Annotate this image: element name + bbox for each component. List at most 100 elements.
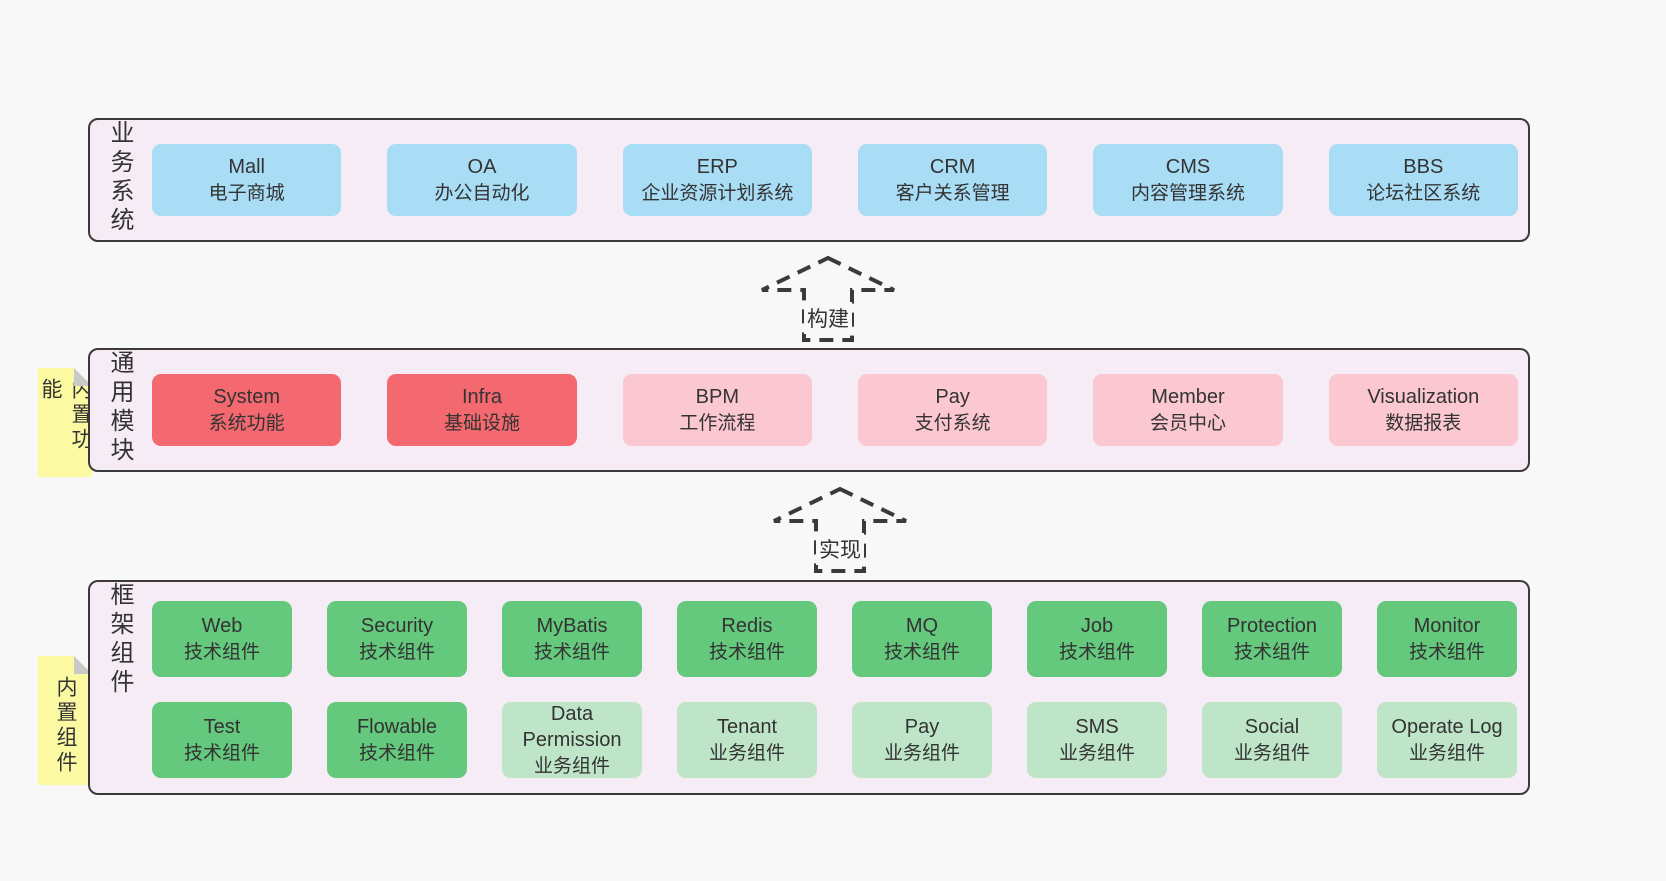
box-subtitle: 技术组件 — [358, 742, 435, 764]
dashed-up-arrow-build: 构建 — [760, 256, 896, 342]
box-data-permission: Data Permission 业务组件 — [502, 702, 642, 778]
box-title: Protection — [1226, 615, 1318, 638]
box-subtitle: 技术组件 — [533, 641, 610, 663]
box-mall: Mall 电子商城 — [152, 144, 342, 216]
panel-common-modules: 通用模块 System 系统功能 Infra 基础设施 BPM 工作流程 Pay… — [88, 348, 1530, 472]
box-subtitle: 工作流程 — [679, 412, 756, 434]
box-title: CMS — [1165, 156, 1211, 179]
box-subtitle: 技术组件 — [708, 641, 785, 663]
box-security: Security 技术组件 — [327, 601, 467, 677]
box-subtitle: 业务组件 — [533, 755, 610, 777]
box-subtitle: 会员中心 — [1149, 412, 1226, 434]
box-title: Pay — [904, 716, 940, 739]
box-monitor: Monitor 技术组件 — [1377, 601, 1517, 677]
box-title: Member — [1151, 386, 1225, 409]
box-flowable: Flowable 技术组件 — [327, 702, 467, 778]
box-tenant: Tenant 业务组件 — [677, 702, 817, 778]
box-job: Job 技术组件 — [1027, 601, 1167, 677]
box-title: System — [213, 386, 280, 409]
box-bpm: BPM 工作流程 — [622, 374, 812, 446]
box-subtitle: 技术组件 — [183, 641, 260, 663]
box-infra: Infra 基础设施 — [387, 374, 577, 446]
box-subtitle: 基础设施 — [443, 412, 520, 434]
box-subtitle: 企业资源计划系统 — [641, 182, 794, 204]
box-social: Social 业务组件 — [1202, 702, 1342, 778]
box-title: Flowable — [356, 716, 438, 739]
arrow-label-build: 构建 — [804, 302, 852, 334]
panel-label-business-systems: 业务系统 — [106, 120, 133, 236]
box-redis: Redis 技术组件 — [677, 601, 817, 677]
up-arrow-icon — [761, 256, 895, 342]
box-cms: CMS 内容管理系统 — [1093, 144, 1283, 216]
panel-label-common-modules: 通用模块 — [106, 350, 133, 466]
box-subtitle: 技术组件 — [183, 742, 260, 764]
arrow-label-implement: 实现 — [816, 533, 864, 565]
box-pay-module: Pay 支付系统 — [857, 374, 1048, 446]
panel-framework-components: 框架组件 Web 技术组件 Security 技术组件 MyBatis 技术组件… — [88, 580, 1530, 795]
box-subtitle: 业务组件 — [1233, 742, 1310, 764]
modules-boxes-row: System 系统功能 Infra 基础设施 BPM 工作流程 Pay 支付系统… — [152, 374, 1518, 446]
box-visualization: Visualization 数据报表 — [1328, 374, 1518, 446]
box-subtitle: 业务组件 — [708, 742, 785, 764]
box-member: Member 会员中心 — [1093, 374, 1283, 446]
box-title: BBS — [1403, 156, 1444, 179]
sticky-note-built-in-components: 内置组件 — [38, 656, 92, 785]
box-title: SMS — [1075, 716, 1119, 739]
box-title: MQ — [905, 615, 939, 638]
box-subtitle: 电子商城 — [208, 182, 285, 204]
box-mybatis: MyBatis 技术组件 — [502, 601, 642, 677]
box-bbs: BBS 论坛社区系统 — [1328, 144, 1518, 216]
box-title: BPM — [695, 386, 739, 409]
box-title: Mall — [228, 156, 265, 179]
box-title: Social — [1244, 716, 1300, 739]
box-pay-component: Pay 业务组件 — [852, 702, 992, 778]
box-subtitle: 业务组件 — [883, 742, 960, 764]
box-protection: Protection 技术组件 — [1202, 601, 1342, 677]
box-title: Test — [203, 716, 241, 739]
box-subtitle: 技术组件 — [1058, 641, 1135, 663]
box-subtitle: 业务组件 — [1058, 742, 1135, 764]
box-system: System 系统功能 — [152, 374, 342, 446]
box-mq: MQ 技术组件 — [852, 601, 992, 677]
box-title: CRM — [929, 156, 976, 179]
box-subtitle: 业务组件 — [1408, 742, 1485, 764]
sticky-note-label: 内置功能 — [39, 378, 92, 453]
panel-label-framework-components: 框架组件 — [106, 582, 133, 698]
box-title: Data Permission — [522, 703, 622, 752]
panel-business-systems: 业务系统 Mall 电子商城 OA 办公自动化 ERP 企业资源计划系统 CRM… — [88, 118, 1530, 242]
box-title: Web — [201, 615, 243, 638]
box-oa: OA 办公自动化 — [387, 144, 577, 216]
box-title: Security — [360, 615, 434, 638]
box-subtitle: 数据报表 — [1385, 412, 1462, 434]
box-title: OA — [467, 156, 497, 179]
box-subtitle: 技术组件 — [1233, 641, 1310, 663]
sticky-note-built-in-features: 内置功能 — [38, 368, 92, 477]
box-title: ERP — [696, 156, 738, 179]
box-subtitle: 论坛社区系统 — [1366, 182, 1481, 204]
box-sms: SMS 业务组件 — [1027, 702, 1167, 778]
box-operate-log: Operate Log 业务组件 — [1377, 702, 1517, 778]
box-crm: CRM 客户关系管理 — [857, 144, 1048, 216]
box-subtitle: 技术组件 — [883, 641, 960, 663]
box-title: Visualization — [1367, 386, 1480, 409]
box-subtitle: 技术组件 — [358, 641, 435, 663]
box-erp: ERP 企业资源计划系统 — [622, 144, 812, 216]
components-row-1: Web 技术组件 Security 技术组件 MyBatis 技术组件 Redi… — [152, 601, 1518, 677]
box-subtitle: 技术组件 — [1408, 641, 1485, 663]
box-title: MyBatis — [536, 615, 608, 638]
business-boxes-row: Mall 电子商城 OA 办公自动化 ERP 企业资源计划系统 CRM 客户关系… — [152, 144, 1518, 216]
box-subtitle: 客户关系管理 — [895, 182, 1010, 204]
up-arrow-icon — [773, 487, 907, 573]
components-row-2: Test 技术组件 Flowable 技术组件 Data Permission … — [152, 702, 1518, 778]
box-title: Tenant — [716, 716, 778, 739]
box-title: Monitor — [1413, 615, 1481, 638]
box-title: Pay — [935, 386, 970, 409]
box-title: Job — [1080, 615, 1114, 638]
box-title: Operate Log — [1391, 716, 1503, 739]
box-subtitle: 办公自动化 — [434, 182, 530, 204]
box-test: Test 技术组件 — [152, 702, 292, 778]
dashed-up-arrow-implement: 实现 — [772, 487, 908, 573]
box-subtitle: 系统功能 — [208, 412, 285, 434]
box-web: Web 技术组件 — [152, 601, 292, 677]
box-subtitle: 支付系统 — [914, 412, 991, 434]
